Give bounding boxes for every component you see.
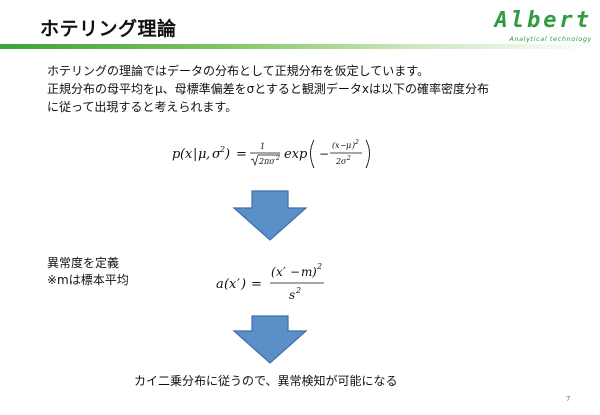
intro-text: ホテリングの理論ではデータの分布として正規分布を仮定しています。 正規分布の母平… [47, 62, 567, 116]
svg-text:πσ: πσ [263, 157, 275, 166]
svg-text:μ: μ [198, 147, 206, 162]
definition-line: ※mは標本平均 [47, 273, 129, 287]
svg-text:|: | [193, 147, 197, 162]
intro-line: 正規分布の母平均をμ、母標準偏差をσとすると観測データxは以下の確率密度分布 [47, 82, 489, 96]
title-underline [0, 44, 600, 49]
svg-text:2: 2 [316, 262, 322, 271]
svg-text:exp: exp [284, 147, 308, 162]
svg-text:μ: μ [346, 141, 351, 150]
svg-text:−: − [340, 141, 347, 150]
down-arrow-icon [232, 315, 308, 364]
svg-text:−: − [290, 265, 300, 279]
page-number: 7 [566, 395, 571, 403]
anomaly-score-formula: a ( x ′ ) = ( x ′ − m ) 2 s 2 [216, 262, 324, 302]
svg-text:s: s [289, 288, 295, 302]
intro-line: ホテリングの理論ではデータの分布として正規分布を仮定しています。 [47, 64, 430, 78]
svg-text:x: x [335, 141, 340, 150]
svg-text:2: 2 [275, 155, 280, 162]
down-arrow-icon [232, 190, 308, 241]
svg-text:2: 2 [219, 145, 225, 154]
svg-text:′: ′ [283, 265, 286, 279]
svg-text:=: = [236, 147, 247, 162]
svg-text:=: = [251, 277, 262, 292]
svg-text:(: ( [332, 141, 336, 150]
svg-text:−: − [319, 147, 329, 161]
svg-text:(: ( [180, 147, 186, 162]
svg-text:2: 2 [258, 157, 264, 166]
svg-text:2: 2 [295, 286, 301, 295]
anomaly-definition: 異常度を定義 ※mは標本平均 [47, 255, 129, 289]
logo-tagline: Analytical technology [509, 35, 592, 43]
svg-text:2: 2 [346, 155, 351, 162]
svg-text:σ: σ [341, 157, 347, 166]
svg-text:m: m [301, 265, 312, 279]
conclusion-text: カイ二乗分布に従うので、異常検知が可能になる [134, 374, 398, 388]
svg-text:): ) [240, 277, 246, 292]
svg-text:1: 1 [260, 142, 265, 151]
svg-text:): ) [311, 265, 317, 279]
intro-line: に従って出現すると考えられます。 [47, 100, 238, 114]
svg-text:,: , [206, 147, 210, 162]
slide-title: ホテリング理論 [40, 18, 177, 40]
svg-text:): ) [351, 141, 355, 150]
svg-text:x: x [276, 265, 283, 279]
svg-text:a: a [216, 277, 224, 292]
svg-text:σ: σ [212, 147, 222, 162]
svg-text:): ) [224, 147, 230, 162]
svg-text:x: x [185, 147, 193, 162]
definition-line: 異常度を定義 [47, 256, 120, 270]
svg-text:(: ( [224, 277, 230, 292]
svg-text:′: ′ [237, 277, 240, 292]
svg-text:p: p [172, 147, 181, 162]
svg-text:2: 2 [354, 139, 359, 146]
normal-pdf-formula: p ( x | μ , σ 2 ) = 1 2 πσ 2 exp − ( x −… [172, 139, 370, 169]
svg-text:x: x [229, 277, 237, 292]
logo-wordmark: Albert [494, 8, 592, 33]
svg-text:(: ( [271, 265, 276, 279]
svg-text:2: 2 [335, 157, 341, 166]
albert-logo: Albert Analytical technology [470, 6, 598, 43]
